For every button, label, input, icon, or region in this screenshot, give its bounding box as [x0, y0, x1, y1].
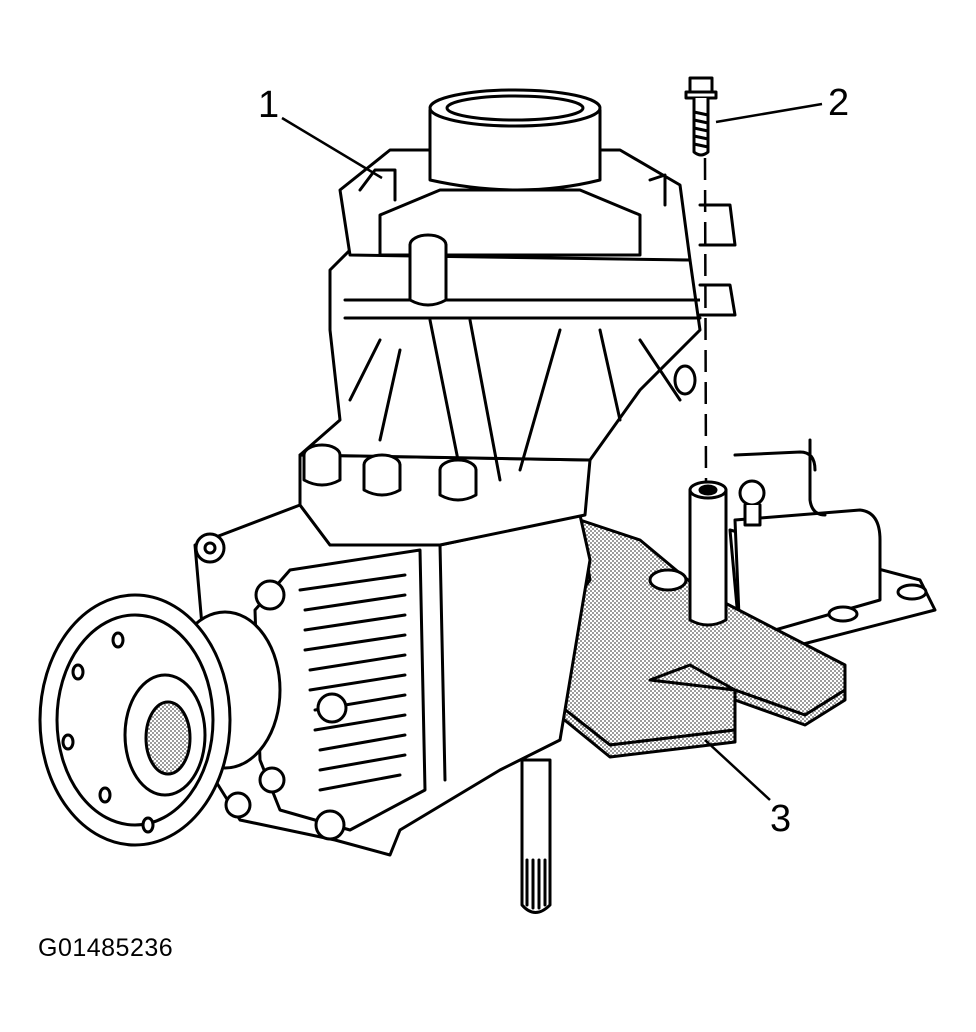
bolt-left-1 — [302, 443, 342, 487]
bolt-top-left — [408, 233, 448, 307]
side-cover — [224, 548, 427, 841]
leader-line-1 — [281, 116, 383, 180]
bolt-left-3 — [438, 458, 478, 502]
leader-line-2 — [715, 102, 823, 124]
output-flange — [38, 593, 282, 847]
mounting-support — [728, 438, 937, 652]
callout-2: 2 — [828, 82, 850, 124]
bolt-left-2 — [362, 453, 402, 497]
callout-1: 1 — [258, 84, 280, 126]
leader-line-3 — [704, 739, 771, 801]
alignment-line — [703, 157, 708, 483]
callout-3: 3 — [770, 798, 792, 840]
transfer-case-upper — [338, 88, 737, 317]
transfer-case-middle — [298, 248, 702, 547]
figure-id-label: G01485236 — [38, 934, 174, 962]
output-shaft — [520, 758, 552, 914]
spacer-tube — [688, 480, 728, 627]
case-bolts — [302, 233, 478, 502]
mounting-bolt — [684, 76, 718, 157]
